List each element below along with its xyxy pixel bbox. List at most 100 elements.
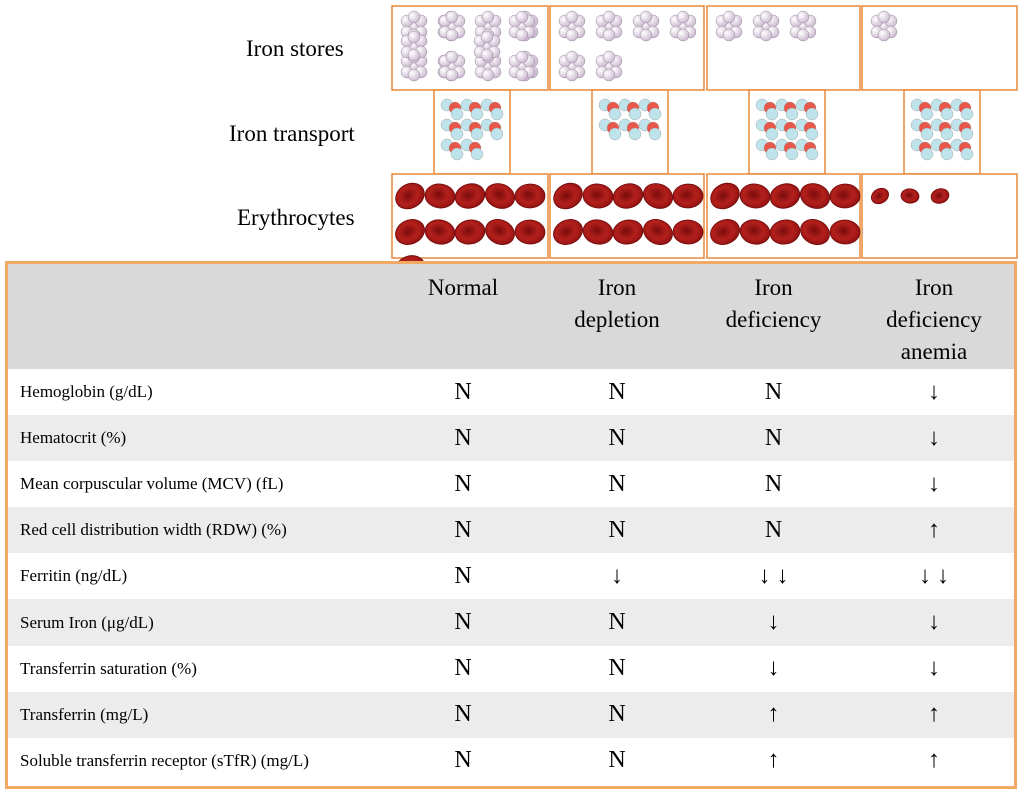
- transport-molecule: [910, 98, 934, 121]
- red-blood-cell: [514, 219, 546, 245]
- param-label: Transferrin saturation (%): [20, 658, 197, 678]
- value-cell: N: [541, 691, 693, 738]
- value-cell: N: [454, 470, 472, 497]
- header-parameter: [8, 264, 385, 369]
- red-blood-cell: [769, 219, 801, 245]
- value-cell: N: [454, 562, 472, 589]
- value-cell: ↓: [693, 599, 854, 646]
- param-label: Red cell distribution width (RDW) (%): [8, 507, 385, 554]
- transport-molecule: [930, 118, 954, 141]
- iron-store-cluster: [508, 50, 536, 82]
- param-label: Serum Iron (μg/dL): [8, 599, 385, 646]
- transport-molecule: [930, 98, 954, 121]
- transport-molecule: [618, 118, 642, 141]
- transport-molecule: [618, 98, 642, 121]
- header-iron-depletion: Iron depletion: [541, 264, 693, 369]
- iron-store-cluster: [473, 30, 501, 62]
- red-blood-cell: [553, 219, 583, 245]
- value-cell: ↓: [611, 562, 623, 589]
- red-blood-cell: [395, 219, 425, 245]
- header-normal: Normal: [385, 264, 541, 369]
- value-cell: N: [541, 599, 693, 646]
- transport-molecule: [755, 138, 779, 161]
- transport-molecule: [755, 118, 779, 141]
- red-blood-cell: [710, 219, 740, 245]
- table-row: Soluble transferrin receptor (sTfR) (mg/…: [8, 738, 1014, 784]
- transport-molecule: [950, 138, 974, 161]
- param-label: Transferrin (mg/L): [8, 691, 385, 738]
- value-cell: ↓: [928, 470, 940, 497]
- transport-molecule: [950, 118, 974, 141]
- transport-molecule: [795, 98, 819, 121]
- value-cell: N: [385, 507, 541, 554]
- value-cell: N: [764, 470, 783, 497]
- value-cell: N: [608, 747, 626, 774]
- transport-molecule: [775, 98, 799, 121]
- value-cell: N: [454, 378, 472, 405]
- transport-molecule: [480, 98, 504, 121]
- value-cell: N: [608, 378, 626, 405]
- red-blood-cell: [454, 183, 486, 209]
- value-cell: ↓: [854, 415, 1014, 462]
- iron-store-cluster: [715, 10, 743, 42]
- transport-molecule: [460, 98, 484, 121]
- red-blood-cell: [710, 182, 740, 210]
- red-blood-cell: [900, 188, 920, 204]
- iron-store-cluster: [595, 10, 623, 42]
- iron-store-cluster: [508, 10, 536, 42]
- param-label: Mean corpuscular volume (MCV) (fL): [20, 474, 284, 494]
- header-iron-deficiency-anemia: Iron deficiency anemia: [854, 264, 1014, 369]
- iron-store-cluster: [558, 50, 586, 82]
- transport-molecule: [930, 138, 954, 161]
- param-label: Soluble transferrin receptor (sTfR) (mg/…: [20, 750, 309, 770]
- label-erythrocytes: Erythrocytes: [237, 205, 355, 230]
- iron-store-cluster: [400, 30, 428, 62]
- param-label: Hemoglobin (g/dL): [20, 382, 153, 402]
- red-blood-cell: [553, 182, 583, 210]
- rbc-cell: [861, 173, 1018, 259]
- transport-molecule: [910, 118, 934, 141]
- red-blood-cell: [930, 188, 950, 204]
- transport-molecule: [440, 118, 464, 141]
- header-iron-deficiency: Iron deficiency: [693, 264, 854, 369]
- transport-molecule: [755, 98, 779, 121]
- red-blood-cell: [799, 183, 831, 209]
- red-blood-cell: [739, 219, 771, 245]
- param-label: Ferritin (ng/dL): [20, 566, 128, 586]
- red-blood-cell: [454, 219, 486, 245]
- value-cell: N: [385, 599, 541, 646]
- transport-molecule: [638, 98, 662, 121]
- transport-molecule: [440, 138, 464, 161]
- value-cell: N: [693, 415, 854, 462]
- value-cell: ↓ ↓: [919, 562, 949, 589]
- value-cell: ↑: [767, 747, 780, 774]
- table-header-row: Normal Iron depletion Iron deficiency Ir…: [8, 264, 1014, 369]
- iron-store-cluster: [669, 10, 697, 42]
- value-cell: N: [454, 747, 472, 774]
- value-cell: N: [385, 691, 541, 738]
- red-blood-cell: [485, 218, 515, 246]
- red-blood-cell: [514, 183, 546, 209]
- transport-molecule: [638, 118, 662, 141]
- label-iron-transport: Iron transport: [229, 121, 355, 146]
- transport-molecule: [460, 118, 484, 141]
- transport-molecule: [950, 98, 974, 121]
- red-blood-cell: [612, 183, 644, 209]
- red-blood-cell: [643, 218, 673, 246]
- iron-store-cluster: [558, 10, 586, 42]
- transport-molecule: [598, 118, 622, 141]
- value-cell: ↓ ↓: [758, 562, 789, 589]
- transport-molecule: [795, 118, 819, 141]
- iron-store-cluster: [595, 50, 623, 82]
- param-label: Hematocrit (%): [8, 415, 385, 462]
- value-cell: N: [454, 655, 472, 682]
- transport-molecule: [440, 98, 464, 121]
- transport-molecule: [598, 98, 622, 121]
- iron-store-cluster: [632, 10, 660, 42]
